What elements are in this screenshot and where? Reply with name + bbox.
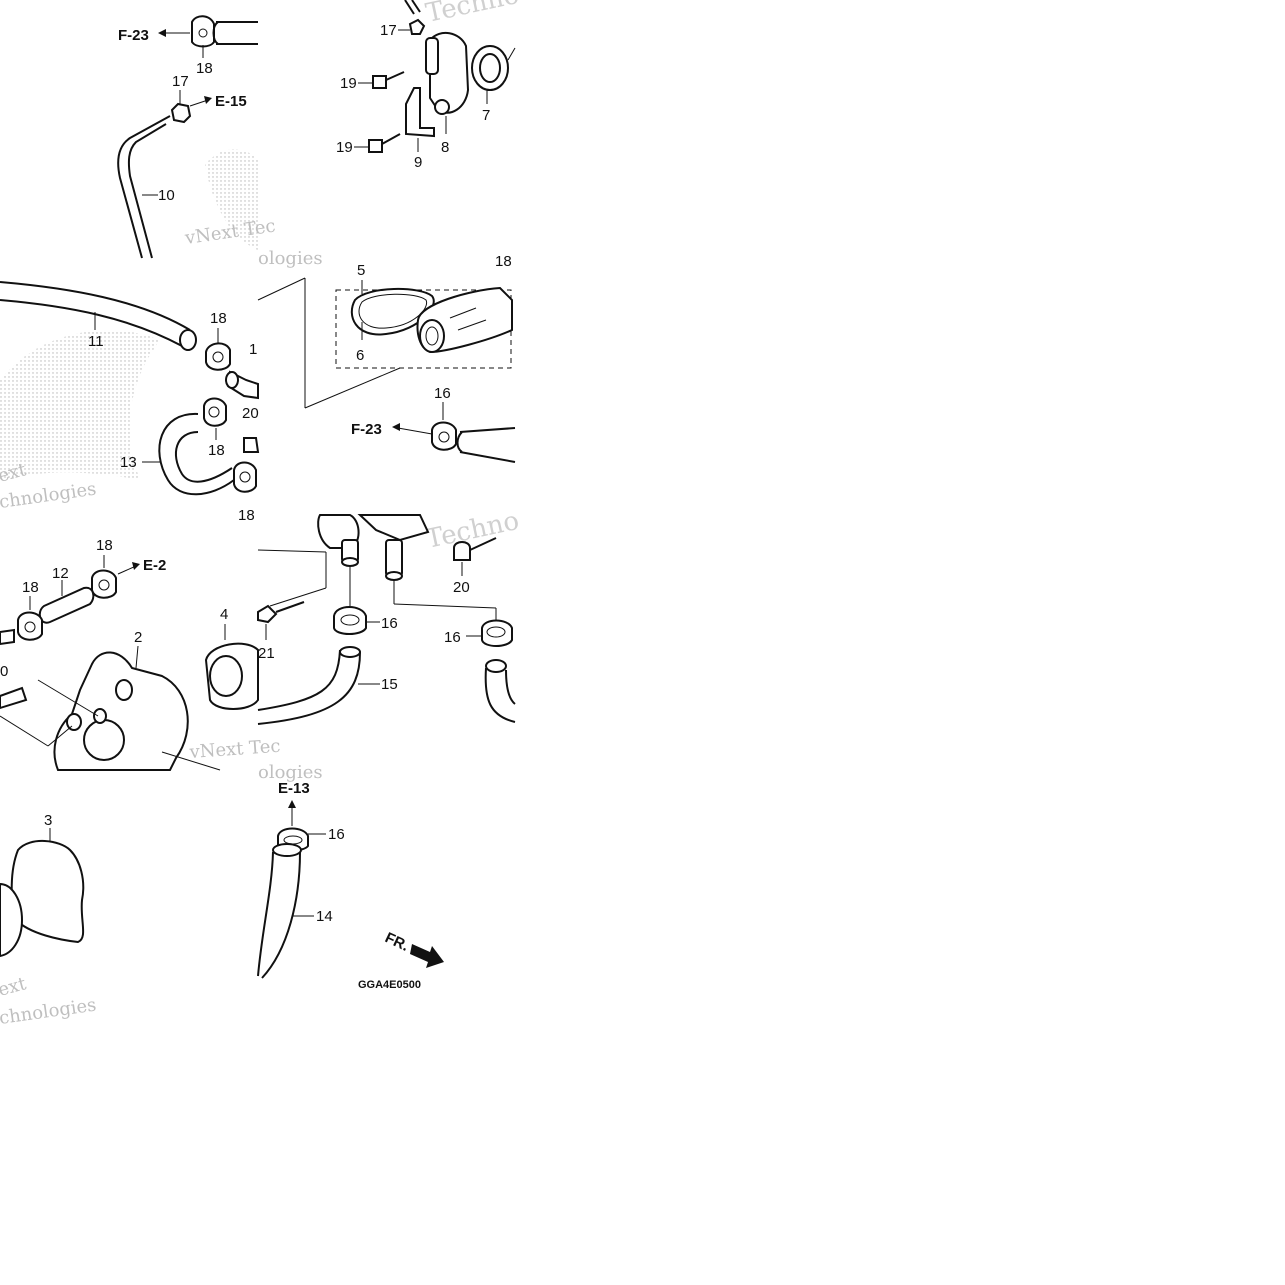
tile-row3-right: Techno 20 21 16 15 bbox=[257, 506, 522, 783]
ref-f23-top: F-23 bbox=[118, 27, 149, 44]
hose-13 bbox=[158, 412, 235, 496]
hose-segment bbox=[484, 667, 516, 723]
callout-1: 1 bbox=[249, 341, 257, 358]
callout-3: 3 bbox=[44, 812, 52, 829]
callout-16: 16 bbox=[444, 629, 461, 646]
ref-e2: E-2 bbox=[143, 557, 166, 574]
diagram-code: GGA4E0500 bbox=[358, 979, 421, 991]
callout-16: 16 bbox=[434, 385, 451, 402]
hose-14 bbox=[257, 851, 274, 977]
callout-19: 19 bbox=[336, 139, 353, 156]
callout-18: 18 bbox=[196, 60, 213, 77]
hose-clamp-16 bbox=[431, 421, 457, 451]
pump-housing bbox=[53, 651, 189, 771]
watermark-text: ologies bbox=[258, 248, 323, 269]
hose-segment bbox=[212, 20, 258, 45]
callout-18: 18 bbox=[22, 579, 39, 596]
watermark-text: chnologies bbox=[0, 479, 98, 513]
hose-10 bbox=[117, 115, 171, 259]
hose-clamp-16 bbox=[481, 619, 513, 647]
hose-segment bbox=[456, 427, 516, 463]
callout-21: 21 bbox=[258, 645, 275, 662]
callout-6: 6 bbox=[356, 347, 364, 364]
callout-16: 16 bbox=[381, 615, 398, 632]
watermark-text: vNext Tec bbox=[188, 736, 281, 763]
hose-clamp-18 bbox=[191, 15, 215, 48]
tile-row3-left: 18 E-2 12 18 0 2 4 vNe bbox=[0, 537, 281, 771]
hose-11 bbox=[0, 281, 191, 331]
callout-2: 2 bbox=[134, 629, 142, 646]
watermark-text: chnologies bbox=[0, 995, 98, 1029]
callout-19: 19 bbox=[340, 75, 357, 92]
hose-clamp-18 bbox=[17, 611, 43, 641]
watermark-text: ologies bbox=[258, 762, 323, 783]
callout-18: 18 bbox=[495, 253, 512, 270]
callout-17: 17 bbox=[172, 73, 189, 90]
callout-9: 9 bbox=[414, 154, 422, 171]
hose-clamp-18 bbox=[203, 397, 227, 427]
outlet-pipe-b bbox=[385, 539, 403, 577]
callout-12: 12 bbox=[52, 565, 69, 582]
pipe-12 bbox=[38, 586, 95, 624]
watermark-text: ext bbox=[0, 973, 29, 1001]
callout-5: 5 bbox=[357, 262, 365, 279]
tile-row2-right: 18 5 6 16 F-23 bbox=[257, 253, 516, 463]
callout-18: 18 bbox=[238, 507, 255, 524]
bolt-19 bbox=[372, 75, 387, 89]
callout-18: 18 bbox=[96, 537, 113, 554]
callout-18: 18 bbox=[210, 310, 227, 327]
bolt-21 bbox=[257, 604, 278, 624]
hose-15 bbox=[257, 649, 341, 711]
ref-e13: E-13 bbox=[278, 780, 310, 797]
tile-top-left: F-23 18 17 E-15 10 vNext Tec bbox=[117, 15, 277, 259]
callout-7: 7 bbox=[482, 107, 490, 124]
callout-11: 11 bbox=[88, 333, 104, 350]
callout-13: 13 bbox=[120, 454, 137, 471]
arrow-head-icon bbox=[204, 96, 212, 104]
hose-clamp-18 bbox=[205, 342, 231, 371]
ref-f23-mid: F-23 bbox=[351, 421, 382, 438]
bracket-9 bbox=[405, 87, 435, 138]
hose-clamp-17 bbox=[170, 102, 192, 124]
callout-14: 14 bbox=[316, 908, 333, 925]
callout-10: 10 bbox=[158, 187, 175, 204]
callout-15: 15 bbox=[381, 676, 398, 693]
ref-e15: E-15 bbox=[215, 93, 247, 110]
callout-8: 8 bbox=[441, 139, 449, 156]
callout-20: 20 bbox=[242, 405, 259, 422]
tile-bottom-left: 3 ext chnologies bbox=[0, 812, 98, 1029]
callout-17: 17 bbox=[380, 22, 397, 39]
watermark-text: Techno bbox=[423, 506, 522, 555]
hose-clamp-17-top bbox=[408, 18, 426, 35]
tile-bottom-right: E-13 16 14 FR. GGA4E0500 bbox=[257, 780, 444, 991]
watermark-text: Techno bbox=[423, 0, 522, 29]
hose-clamp-18 bbox=[233, 461, 257, 493]
arrow-head-icon bbox=[392, 423, 400, 431]
watermark-emblem bbox=[0, 149, 258, 480]
hose-clamp-18 bbox=[91, 569, 117, 599]
bolt-19b bbox=[368, 139, 383, 153]
hose-clamp-16 bbox=[333, 606, 367, 635]
callout-0: 0 bbox=[0, 663, 8, 680]
front-direction-arrow-icon bbox=[410, 944, 444, 968]
callout-18: 18 bbox=[208, 442, 225, 459]
callout-16: 16 bbox=[328, 826, 345, 843]
callout-20: 20 bbox=[453, 579, 470, 596]
tile-top-right: Techno 17 8 7 9 19 19 bbox=[336, 0, 522, 171]
direction-label: FR. bbox=[382, 929, 411, 955]
arrow-head-icon bbox=[158, 29, 166, 37]
arrow-head-icon bbox=[288, 800, 296, 808]
bolt-20 bbox=[243, 437, 260, 453]
arrow-head-icon bbox=[132, 562, 140, 570]
callout-4: 4 bbox=[220, 606, 228, 623]
bolt-20 bbox=[453, 541, 471, 561]
